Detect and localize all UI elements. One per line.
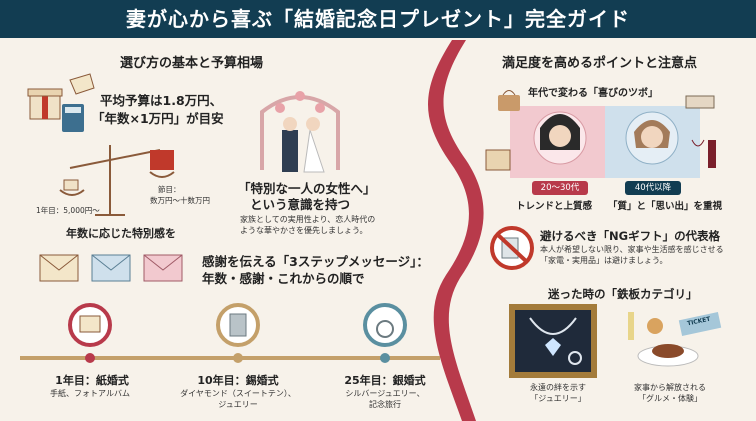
price-tag-icon xyxy=(69,73,95,95)
lost-title: 迷った時の「鉄板カテゴリ」 xyxy=(548,287,698,301)
plate-icon xyxy=(637,345,699,367)
timeline-dot-1 xyxy=(85,353,95,363)
young-woman-icon xyxy=(533,111,587,165)
envelope-icon-3 xyxy=(143,254,183,282)
old-text: 「質」と「思い出」を重視 xyxy=(608,201,723,212)
message-line-2: 年数・感謝・これからの順で xyxy=(202,271,365,286)
timeline-dot-2 xyxy=(233,353,243,363)
special-label: 年数に応じた特別感を xyxy=(66,227,176,240)
age-title: 年代で変わる「喜びのツボ」 xyxy=(528,88,658,99)
small-gift-icon xyxy=(63,179,79,191)
wine-icon xyxy=(691,139,716,168)
left-section-title: 選び方の基本と予算相場 xyxy=(120,56,264,71)
ng-note-1: 本人が希望しない限り、家事や生活感を感じさせる xyxy=(540,245,724,254)
timeline-desc-1: 手紙、フォトアルバム xyxy=(50,389,130,398)
timeline-title-2: 10年目：錫婚式 xyxy=(197,374,279,387)
timeline-desc-3a: シルバージュエリー、 xyxy=(345,389,425,398)
page-title: 妻が心から喜ぶ「結婚記念日プレゼント」完全ガイド xyxy=(126,7,630,31)
large-gift-icon xyxy=(150,150,174,170)
timeline-desc-2a: ダイヤモンド（スイートテン）、 xyxy=(180,389,296,398)
ng-note-2: 「家電・実用品」は避けましょう。 xyxy=(540,256,668,265)
jewelry-line-2: 「ジュエリー」 xyxy=(530,394,586,403)
ring-icon xyxy=(568,351,582,365)
right-section-title: 満足度を高めるポイントと注意点 xyxy=(502,56,698,71)
old-panel-bg xyxy=(605,106,700,178)
scale-left-label: 1年目：5,000円〜 xyxy=(36,206,100,215)
timeline-title-3: 25年目：銀婚式 xyxy=(344,374,426,387)
timeline-dot-3 xyxy=(380,353,390,363)
woman-line-2: という意識を持つ xyxy=(250,197,351,212)
silver-ring-icon xyxy=(363,303,407,347)
wedding-couple-icon xyxy=(260,91,340,173)
badge-young: 20〜30代 xyxy=(532,181,588,195)
bed-icon xyxy=(685,95,715,109)
timeline-title-1: 1年目：紙婚式 xyxy=(55,374,129,387)
bread-icon xyxy=(647,318,663,334)
budget-line-1: 平均予算は1.8万円、 xyxy=(100,93,223,108)
woman-note-1: 家族としての実用性より、恋人時代の xyxy=(240,215,376,224)
timeline-desc-2b: ジュエリー xyxy=(218,400,258,409)
woman-note-2: ような華やかさを優先しましょう。 xyxy=(240,226,368,235)
ng-prohibited-icon xyxy=(490,226,534,270)
message-line-1: 感謝を伝える「3ステップメッセージ」： xyxy=(202,254,429,269)
woman-line-1: 「特別な一人の女性へ」 xyxy=(238,181,376,196)
champagne-icon xyxy=(628,312,634,340)
ribbon-divider xyxy=(428,40,484,421)
cafe-icon xyxy=(485,149,511,171)
ng-title: 避けるべき「NGギフト」の代表格 xyxy=(540,229,721,243)
young-panel-bg xyxy=(510,106,605,178)
badge-old: 40代以降 xyxy=(625,181,681,195)
tin-cup-icon xyxy=(216,303,260,347)
timeline-desc-3b: 記念旅行 xyxy=(369,400,401,409)
necklace-icon xyxy=(529,317,577,335)
gift-box-icon xyxy=(27,88,63,120)
gourmet-line-1: 家事から解放される xyxy=(634,383,706,392)
envelope-icon-2 xyxy=(91,254,131,282)
young-text: トレンドと上質感 xyxy=(516,201,593,212)
jewelry-line-1: 永遠の絆を示す xyxy=(530,383,586,392)
calculator-icon xyxy=(62,104,84,132)
header-bar xyxy=(0,0,756,38)
diamond-icon xyxy=(545,338,561,356)
scale-right-label-2: 数万円〜十数万円 xyxy=(150,196,210,205)
jewelry-frame xyxy=(509,304,597,378)
budget-line-2: 「年数×1万円」が目安 xyxy=(92,111,224,126)
older-woman-icon xyxy=(625,111,679,165)
scale-right-label-1: 節目： xyxy=(158,185,181,194)
paper-letter-icon xyxy=(68,303,112,347)
handbag-icon xyxy=(498,90,520,111)
ticket-label: TICKET xyxy=(686,315,712,328)
envelope-icon-1 xyxy=(39,254,79,282)
gourmet-line-2: 「グルメ・体験」 xyxy=(638,394,702,403)
